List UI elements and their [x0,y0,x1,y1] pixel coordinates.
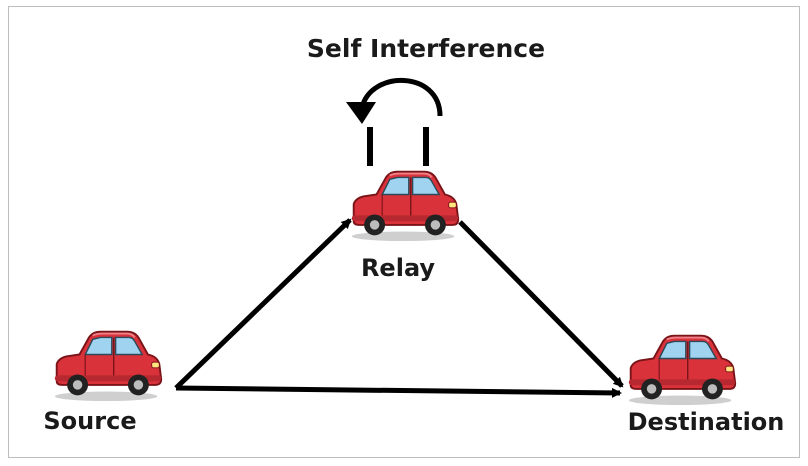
relay-label: Relay [361,254,435,282]
loop-arrowhead-icon [346,102,376,124]
source-to-destination-arrow [175,385,622,398]
self-interference-loop [346,77,443,166]
source-to-relay-arrow [174,218,352,390]
relay-to-destination-arrow [458,220,624,388]
destination-label: Destination [628,408,785,436]
destination-car-icon [627,334,737,406]
links [174,218,624,398]
source-label: Source [43,407,136,435]
source-car-icon [53,330,163,402]
relay-car-icon [350,170,460,242]
self-interference-label: Self Interference [307,34,545,63]
loop-arrow-icon [359,77,443,117]
